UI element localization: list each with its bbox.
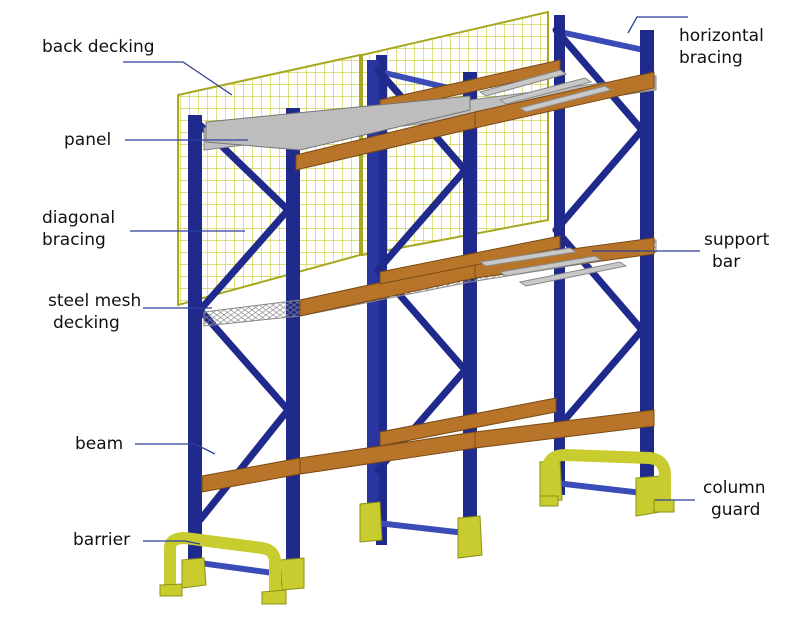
label-column-guard-line2: guard bbox=[711, 500, 761, 520]
label-beam: beam bbox=[75, 434, 124, 454]
support-bars-middle bbox=[478, 247, 628, 287]
leader-back-decking bbox=[123, 61, 233, 96]
label-back-decking: back decking bbox=[42, 37, 155, 57]
label-diagonal-bracing-line2: bracing bbox=[42, 230, 106, 250]
leader-horizontal-bracing bbox=[627, 16, 688, 34]
leader-lines bbox=[123, 16, 700, 545]
leader-barrier bbox=[143, 540, 201, 545]
label-horizontal-bracing-line2: bracing bbox=[679, 48, 743, 68]
label-support-bar-line1: support bbox=[704, 230, 770, 250]
label-diagonal-bracing-line1: diagonal bbox=[42, 208, 116, 228]
label-barrier: barrier bbox=[73, 530, 131, 550]
label-steel-mesh-decking-line1: steel mesh bbox=[48, 291, 142, 311]
support-bars-top bbox=[478, 69, 613, 113]
lower-beams bbox=[201, 397, 655, 493]
leader-beam bbox=[135, 443, 216, 455]
label-support-bar-line2: bar bbox=[712, 252, 741, 272]
label-steel-mesh-decking-line2: decking bbox=[53, 313, 120, 333]
label-column-guard-line1: column bbox=[703, 478, 766, 498]
bottom-bracing bbox=[200, 480, 642, 578]
middle-level bbox=[203, 235, 657, 327]
label-horizontal-bracing-line1: horizontal bbox=[679, 26, 764, 46]
column-guard bbox=[539, 448, 675, 513]
barrier bbox=[159, 531, 287, 605]
label-panel: panel bbox=[64, 130, 112, 150]
